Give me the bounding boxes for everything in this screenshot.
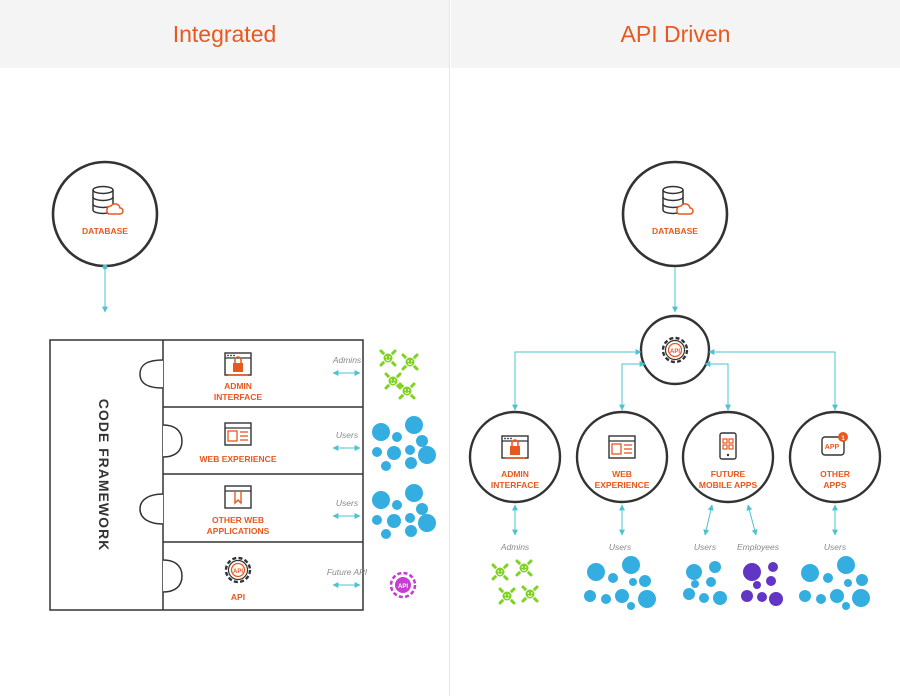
api-hub-node: API	[639, 314, 711, 386]
audience-connectors	[512, 504, 838, 536]
admin-wrench-icon	[398, 382, 416, 400]
users-cluster-icon	[372, 484, 436, 539]
left-audience-admins: Admins	[332, 349, 419, 400]
future-api-gear-icon	[389, 571, 417, 599]
node-label: WEB	[612, 469, 632, 479]
node-label: OTHER	[820, 469, 850, 479]
admin-wrench-icon	[379, 349, 397, 367]
node-label: ADMIN	[501, 469, 529, 479]
node-web-experience: WEB EXPERIENCE	[575, 410, 669, 504]
piece-label: APPLICATIONS	[207, 526, 270, 536]
right-audience-users-web: Users	[584, 542, 656, 610]
admin-wrench-icon	[521, 585, 539, 603]
admin-wrench-icon	[491, 563, 509, 581]
api-gear-text: API	[233, 569, 243, 575]
node-label: INTERFACE	[491, 480, 540, 490]
audience-label: Users	[824, 542, 847, 552]
admin-wrench-icon	[384, 372, 402, 390]
node-future-mobile-apps: FUTURE MOBILE APPS	[681, 410, 775, 504]
piece-label: OTHER WEB	[212, 515, 264, 525]
right-audience-admins: Admins	[491, 542, 539, 605]
node-admin-interface: ADMIN INTERFACE	[468, 410, 562, 504]
piece-web-experience: WEB EXPERIENCE	[200, 422, 277, 464]
connector-dot	[102, 264, 108, 270]
header-api-driven: API Driven	[451, 0, 900, 68]
piece-admin-interface: ADMIN INTERFACE	[214, 352, 263, 402]
piece-label: INTERFACE	[214, 392, 263, 402]
node-label: APPS	[823, 480, 846, 490]
left-audience-users-1: Users	[332, 416, 436, 471]
right-audience-employees: Employees	[737, 542, 783, 606]
audience-label: Admins	[500, 542, 530, 552]
panel-divider	[449, 0, 450, 696]
header-integrated: Integrated	[0, 0, 449, 68]
admin-wrench-icon	[515, 559, 533, 577]
users-cluster-icon	[799, 556, 870, 610]
users-cluster-icon	[683, 561, 727, 605]
piece-label: ADMIN	[224, 381, 252, 391]
users-cluster-icon	[584, 556, 656, 610]
integrated-database-node: DATABASE	[51, 160, 159, 268]
api-hub-label: API	[670, 349, 680, 355]
admin-wrench-icon	[498, 587, 516, 605]
employees-cluster-icon	[741, 562, 783, 606]
side-label: Admins	[332, 355, 362, 365]
api-driven-database-node: DATABASE	[621, 160, 729, 268]
left-audience-future-api: Future API API	[327, 567, 417, 599]
piece-api: API API	[224, 556, 252, 602]
node-label: MOBILE APPS	[699, 480, 758, 490]
node-label: FUTURE	[711, 469, 746, 479]
code-framework-label: CODE FRAMEWORK	[96, 399, 112, 551]
side-label: Users	[336, 430, 359, 440]
side-label: Users	[336, 498, 359, 508]
side-label: Future API	[327, 567, 368, 577]
admin-wrench-icon	[401, 353, 419, 371]
database-label: DATABASE	[652, 226, 698, 236]
right-audience-users-other: Users	[799, 542, 870, 610]
piece-label: WEB EXPERIENCE	[200, 454, 277, 464]
node-label: EXPERIENCE	[595, 480, 650, 490]
node-other-apps: APP 1 OTHER APPS	[788, 410, 882, 504]
piece-label: API	[231, 592, 245, 602]
future-api-text: API	[398, 584, 408, 590]
audience-label: Users	[694, 542, 717, 552]
code-framework-box: CODE FRAMEWORK	[49, 339, 364, 611]
hub-connectors	[512, 349, 838, 411]
audience-label: Users	[609, 542, 632, 552]
audience-label: Employees	[737, 542, 780, 552]
right-audience-users-mobile: Users	[683, 542, 727, 605]
piece-other-web-apps: OTHER WEB APPLICATIONS	[207, 485, 270, 536]
database-label: DATABASE	[82, 226, 128, 236]
app-badge-text: APP	[825, 444, 840, 451]
left-audience-users-2: Users	[332, 484, 436, 539]
users-cluster-icon	[372, 416, 436, 471]
notification-count: 1	[841, 436, 845, 442]
